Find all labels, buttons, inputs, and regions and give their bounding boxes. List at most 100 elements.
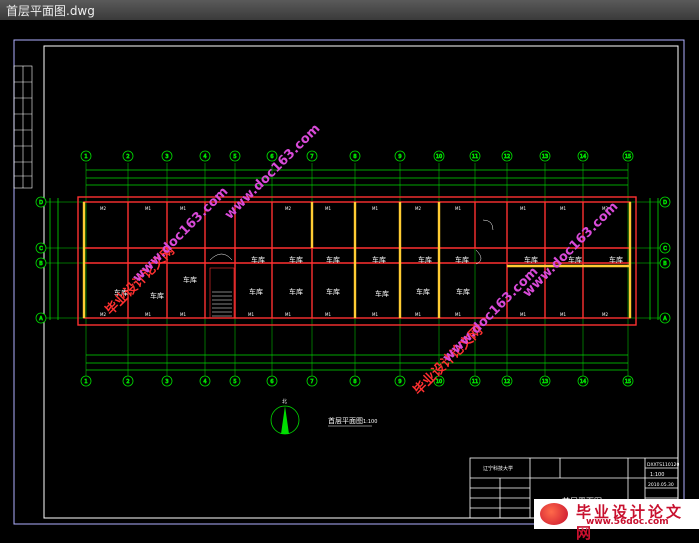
svg-text:M1: M1 (372, 206, 378, 211)
axis-top-6-label: 6 (270, 154, 273, 160)
axis-bottom-11-label: 11 (472, 379, 478, 385)
axis-top-4: 4 (199, 150, 211, 162)
axis-left-A: A (35, 312, 47, 324)
axis-top-7: 7 (306, 150, 318, 162)
svg-text:M1: M1 (520, 312, 526, 317)
room-label: 车库 (609, 255, 623, 264)
outer-frame (13, 39, 685, 525)
room-label: 车库 (456, 287, 470, 296)
axis-bottom-11: 11 (469, 375, 481, 387)
axis-bottom-14: 14 (577, 375, 589, 387)
room-label: 车库 (251, 255, 265, 264)
axis-top-13-label: 13 (542, 154, 548, 160)
axis-top-8: 8 (349, 150, 361, 162)
title-block: 辽宁科技大学 首层平面图 DXXTS110120 1:100 2010.05.3… (469, 457, 679, 519)
axis-top-1-label: 1 (84, 154, 87, 160)
axis-left-B-label: B (39, 261, 43, 267)
axis-bottom-6-label: 6 (270, 379, 273, 385)
axis-top-10-label: 10 (436, 154, 442, 160)
room-label: 车库 (114, 288, 128, 297)
svg-text:M2: M2 (602, 206, 608, 211)
svg-text:M2: M2 (415, 206, 421, 211)
columns (82, 202, 632, 318)
svg-text:M2: M2 (100, 312, 106, 317)
axis-bottom-1-label: 1 (84, 379, 87, 385)
axis-right-C-label: C (663, 246, 667, 252)
room-label: 车库 (375, 289, 389, 298)
axis-right-D-label: D (663, 200, 667, 206)
plan-caption: 首层平面图 (328, 416, 363, 425)
axis-top-4-label: 4 (203, 154, 206, 160)
door-swings (209, 219, 494, 265)
axis-left-C: C (35, 242, 47, 254)
title-scale: 1:100 (650, 472, 664, 478)
svg-text:M1: M1 (372, 312, 378, 317)
axis-top-3: 3 (161, 150, 173, 162)
axis-top-12-label: 12 (504, 154, 510, 160)
axis-bottom-10-label: 10 (436, 379, 442, 385)
axis-bottom-15: 15 (622, 375, 634, 387)
room-label: 车库 (372, 255, 386, 264)
svg-text:M2: M2 (100, 206, 106, 211)
window-titlebar: 首层平面图.dwg (0, 0, 699, 21)
axis-right-C: C (659, 242, 671, 254)
axis-bottom-10: 10 (433, 375, 445, 387)
stairs (212, 291, 232, 317)
axis-top-9-label: 9 (398, 154, 401, 160)
room-label: 车库 (150, 291, 164, 300)
axis-bottom-15-label: 15 (625, 379, 631, 385)
axis-top-5: 5 (229, 150, 241, 162)
svg-text:M1: M1 (180, 312, 186, 317)
revision-strip (13, 65, 33, 189)
svg-text:M1: M1 (560, 206, 566, 211)
axis-left-B: B (35, 257, 47, 269)
axis-left-D-label: D (39, 200, 43, 206)
axis-right-B-label: B (663, 261, 667, 267)
svg-text:M1: M1 (415, 312, 421, 317)
svg-text:M1: M1 (325, 312, 331, 317)
axis-right-D: D (659, 196, 671, 208)
room-labels-layer: 车库车库车库车库车库车库车库车库车库车库车库车库车库车库车库车库车库车库 (114, 255, 623, 300)
axis-top-2: 2 (122, 150, 134, 162)
axis-top-14-label: 14 (580, 154, 586, 160)
room-label: 车库 (418, 255, 432, 264)
plan-scale: 1:100 (363, 419, 377, 425)
north-mark-label: 北 (282, 398, 287, 405)
room-label: 车库 (326, 255, 340, 264)
room-label: 车库 (289, 255, 303, 264)
room-label: 车库 (455, 255, 469, 264)
axis-bottom-13-label: 13 (542, 379, 548, 385)
axis-top-13: 13 (539, 150, 551, 162)
room-label: 车库 (524, 255, 538, 264)
title-drawing-no: DXXTS110120 (647, 462, 679, 468)
dimension-lines (49, 169, 659, 371)
axis-bottom-9: 9 (394, 375, 406, 387)
logo-icon (540, 503, 568, 525)
svg-text:M1: M1 (455, 312, 461, 317)
room-label: 车库 (326, 287, 340, 296)
axis-top-7-label: 7 (310, 154, 313, 160)
axis-bottom-5-label: 5 (233, 379, 236, 385)
window-title: 首层平面图.dwg (6, 4, 95, 18)
svg-text:M1: M1 (455, 206, 461, 211)
svg-text:M1: M1 (520, 206, 526, 211)
axis-top-8-label: 8 (353, 154, 356, 160)
axis-bottom-7-label: 7 (310, 379, 313, 385)
axis-right-B: B (659, 257, 671, 269)
axis-top-6: 6 (266, 150, 278, 162)
room-label: 车库 (183, 275, 197, 284)
title-date: 2010.05.30 (648, 482, 674, 488)
svg-text:M1: M1 (145, 312, 151, 317)
inner-frame (43, 45, 679, 519)
axis-bottom-3-label: 3 (165, 379, 168, 385)
axis-bottom-9-label: 9 (398, 379, 401, 385)
axis-bottom-8-label: 8 (353, 379, 356, 385)
axis-bottom-1: 1 (80, 375, 92, 387)
axis-right-A-label: A (663, 316, 667, 322)
axis-bottom-7: 7 (306, 375, 318, 387)
axis-top-11-label: 11 (472, 154, 478, 160)
